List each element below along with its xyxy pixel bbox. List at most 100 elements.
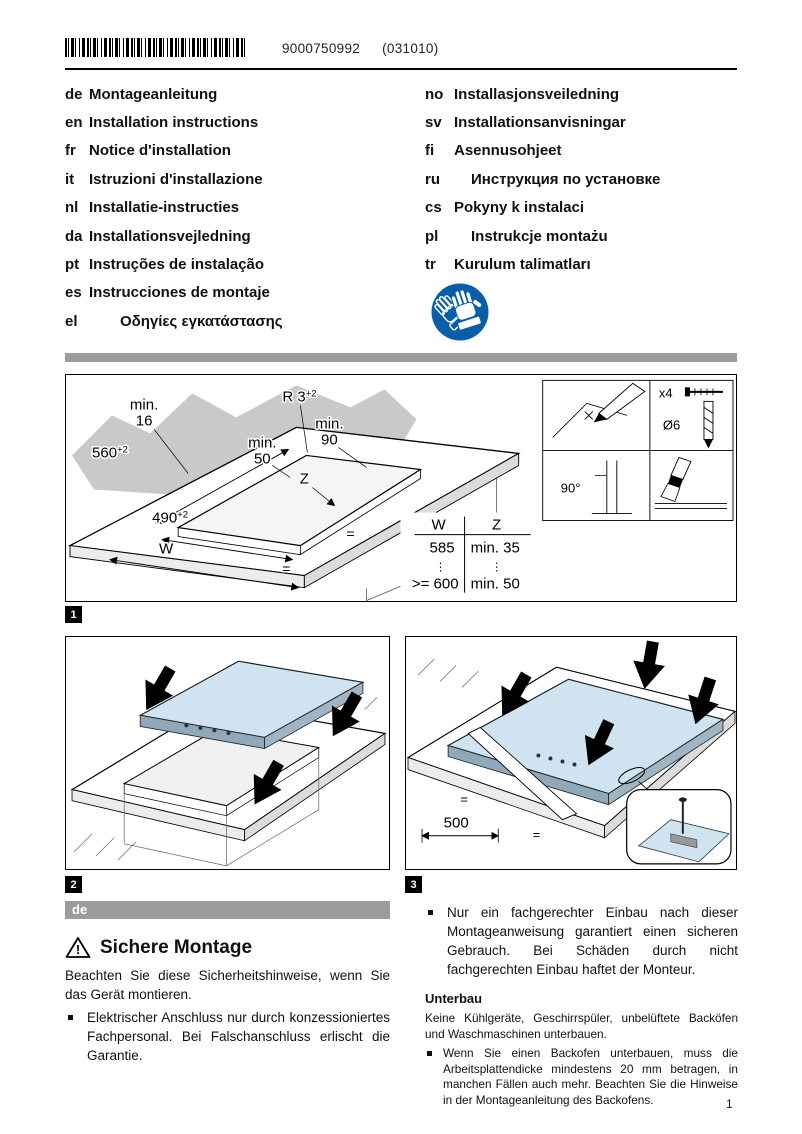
section-heading-row: ! Sichere Montage [65, 936, 390, 959]
hob-fixing-diagram: = 500 = [406, 638, 736, 865]
page-number: 1 [726, 1097, 733, 1111]
dim-min90-label: min. [315, 415, 343, 432]
page-title: Sichere Montage [100, 937, 253, 958]
dim-500-group: = 500 = [421, 790, 542, 843]
control-dots [536, 753, 577, 767]
table-header-z: Z [492, 517, 501, 534]
table-row2-w: >= 600 [412, 576, 459, 593]
warning-triangle-icon: ! [65, 937, 91, 958]
subsection-heading: Unterbau [425, 991, 483, 1006]
clamp-bracket [670, 833, 698, 849]
detail-angle-label: 90° [561, 481, 581, 496]
left-text-column: ! Sichere Montage Beachten Sie diese Sic… [65, 936, 390, 1065]
spec-table: W Z 585 min. 35 ⋮ ⋮ >= 600 min. 50 [400, 512, 535, 597]
installation-cutout-diagram: min. 16 R 3+2 560+2 min. 90 min. 50 Z 49… [67, 379, 734, 601]
equal-mark-2: = [533, 827, 541, 842]
table-dots-w: ⋮ [435, 562, 446, 574]
bullet-item: Nur ein fachgerechter Einbau nach dieser… [425, 903, 738, 979]
pencil-icon [598, 382, 646, 420]
fixing-detail-inset [618, 767, 732, 865]
cut-edge-detail: 90° [559, 460, 632, 514]
equal-mark-1: = [460, 792, 468, 807]
clamp-screw-head [678, 797, 687, 802]
dim-490-label: 490+2 [152, 510, 188, 527]
table-row2-z: min. 50 [471, 576, 520, 593]
glove-filled [450, 289, 483, 331]
brush-icon [670, 456, 692, 481]
subsection-paragraph: Keine Kühlgeräte, Geschirrspüler, unbelü… [425, 1011, 738, 1041]
drill-bit-icon [703, 400, 714, 449]
detail-x4-label: x4 [659, 385, 673, 400]
language-section-tab: de [65, 901, 390, 919]
wear-protective-gloves-icon [431, 283, 489, 341]
marking-pencil-detail [552, 382, 646, 438]
step-badge-2: 2 [65, 876, 82, 893]
table-row1-z: min. 35 [471, 540, 520, 557]
dimension-lines [109, 448, 300, 591]
dimension-labels: min. 16 R 3+2 560+2 min. 90 min. 50 Z 49… [91, 387, 356, 578]
figure-cutout-dimensions: min. 16 R 3+2 560+2 min. 90 min. 50 Z 49… [65, 374, 737, 602]
step-badge-1: 1 [65, 606, 82, 623]
barcode [65, 38, 247, 57]
dim-z-label: Z [300, 470, 309, 487]
dim-min16-label: min. [130, 396, 158, 413]
bullet-item: Wenn Sie einen Backofen unterbauen, muss… [425, 1046, 738, 1108]
dim-min50-value: 50 [254, 450, 271, 467]
equal-mark-1: = [282, 561, 290, 577]
header-rule [65, 68, 737, 70]
hob-insertion-diagram [70, 660, 387, 867]
svg-text:!: ! [76, 942, 80, 957]
control-dots [184, 723, 231, 735]
dim-560-label: 560+2 [92, 444, 128, 461]
doc-code-text: (031010) [382, 41, 439, 56]
step-badge-3: 3 [405, 876, 422, 893]
dim-radius-label: R 3+2 [282, 388, 316, 405]
cutout-opening [122, 728, 321, 807]
screw-icon [684, 387, 723, 397]
detail-panels: x4 Ø6 90° [542, 379, 734, 521]
dim-w-label: W [159, 541, 174, 558]
table-row1-w: 585 [430, 540, 455, 557]
bullet-text: Wenn Sie einen Backofen unterbauen, muss… [443, 1046, 738, 1107]
sealant-brush-detail [654, 456, 727, 509]
detail-diameter-label: Ø6 [663, 417, 680, 432]
intro-paragraph: Beachten Sie diese Sicherheitshinweise, … [65, 968, 390, 1002]
dim-min16-value: 16 [136, 412, 153, 429]
bullet-marker [427, 1051, 432, 1056]
document-number: 9000750992 (031010) [282, 41, 439, 56]
section-divider-bar [65, 353, 737, 362]
doc-number-text: 9000750992 [282, 41, 361, 56]
dim-min50-label: min. [248, 434, 276, 451]
seal-strip [467, 726, 578, 821]
right-text-column: Nur ein fachgerechter Einbau nach dieser… [425, 903, 738, 1108]
dim-min90-value: 90 [321, 431, 338, 448]
dim-500-label: 500 [444, 815, 469, 832]
figure-hob-insertion [65, 636, 390, 870]
hatch-lines [417, 658, 479, 688]
cabinet-lines [123, 757, 320, 867]
equal-mark-2: = [346, 526, 354, 542]
table-dots-z: ⋮ [491, 562, 502, 574]
bullet-marker [428, 910, 433, 915]
figure-hob-fixing: = 500 = [405, 636, 737, 870]
bullet-item: Elektrischer Anschluss nur durch konzess… [65, 1008, 390, 1065]
bullet-text: Nur ein fachgerechter Einbau nach dieser… [447, 905, 738, 977]
bullet-marker [68, 1015, 73, 1020]
